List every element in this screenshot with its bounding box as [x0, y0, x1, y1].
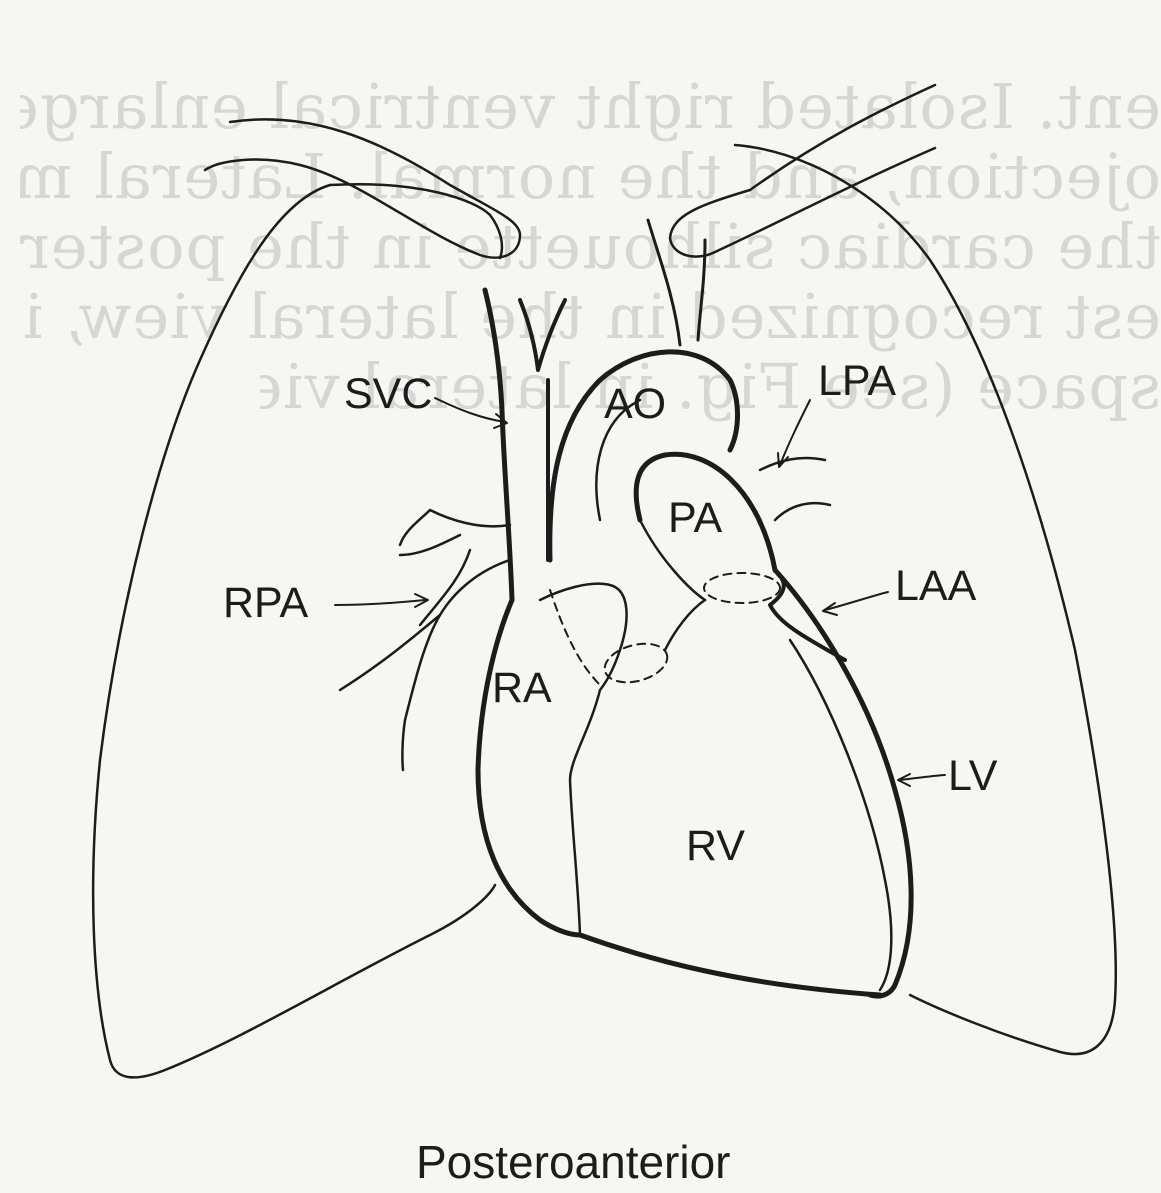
heart-bottom-border [580, 935, 880, 995]
rv-outflow [665, 600, 705, 650]
pa-valve-dashed [704, 573, 780, 603]
lpa-branch-upper [760, 458, 825, 470]
interventricular-line [570, 690, 600, 935]
label-lpa: LPA [818, 357, 896, 405]
label-rv: RV [686, 822, 745, 870]
trachea-right-wall [520, 300, 565, 370]
rpa-branch-1 [340, 615, 440, 690]
lpa-branch-lower [775, 503, 830, 520]
left-neck-vessel [648, 220, 680, 345]
rpa-branch-2 [400, 510, 510, 545]
lpa-leader [780, 400, 810, 465]
label-ra: RA [492, 664, 552, 712]
right-lung-outline [93, 185, 495, 1077]
label-ao: AO [604, 380, 666, 428]
label-lv: LV [948, 752, 998, 800]
label-laa: LAA [895, 562, 977, 610]
laa-leader [825, 592, 888, 610]
heart-right-border [478, 600, 580, 935]
rpa-branch-4 [400, 535, 460, 555]
right-clavicle [205, 119, 520, 257]
figure-caption: Posteroanterior [416, 1136, 731, 1188]
label-svc: SVC [344, 370, 432, 418]
ra-appendage [540, 584, 627, 690]
lv-inner-line [790, 640, 891, 990]
aortic-root-dashed [550, 590, 600, 685]
left-neck-vessel-2 [698, 240, 705, 340]
svc-leader [435, 398, 505, 422]
label-pa: PA [668, 494, 722, 542]
rpa-leader [335, 600, 425, 605]
trachea-left-wall [485, 290, 512, 600]
left-clavicle [670, 85, 935, 257]
aortic-valve-dashed [600, 637, 671, 688]
label-rpa: RPA [223, 579, 309, 627]
